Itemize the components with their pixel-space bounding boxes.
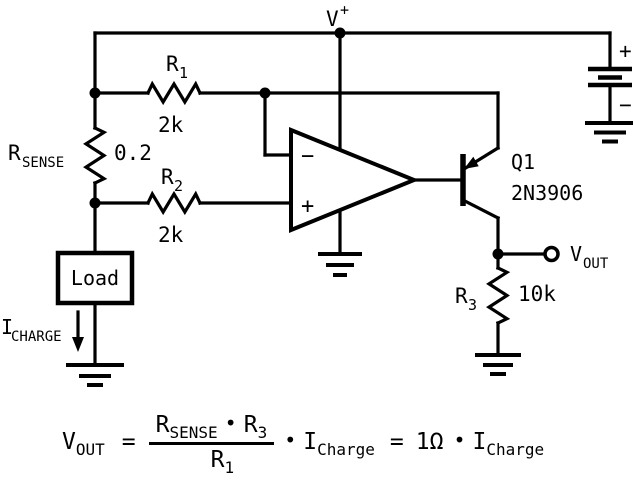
battery-minus-label: − [619, 93, 632, 117]
q1-emitter-arrow [464, 156, 479, 169]
opamp-noninverting-label: + [301, 194, 314, 219]
icharge-annotation: I CHARGE [1, 310, 84, 352]
ground-opamp [318, 252, 362, 277]
battery-plus-label: + [619, 39, 632, 63]
eq-den-main: R [210, 446, 225, 473]
r3-ref-sub: 3 [468, 296, 477, 314]
icharge-label-sub: CHARGE [11, 329, 62, 345]
text-labels: V + R 1 2k R SENSE 0.2 R 2 2k Q1 2N3906 … [8, 1, 609, 314]
eq-vout: VOUT [62, 429, 105, 459]
eq-icharge-1: ICharge [303, 429, 375, 459]
eq-num-r3-main: R [243, 411, 258, 438]
vout-terminal [543, 245, 560, 263]
q1-part: 2N3906 [511, 181, 583, 205]
opamp-triangle [289, 127, 420, 233]
rsense-value: 0.2 [114, 141, 152, 165]
junction-dot [89, 197, 101, 209]
q1-collector [460, 197, 501, 221]
eq-icharge-2-sub: Charge [486, 440, 545, 459]
ground-r3 [475, 353, 521, 376]
battery: + − [588, 39, 632, 117]
eq-vout-main: V [62, 429, 76, 455]
r2-value: 2k [158, 223, 184, 247]
icharge-arrow-head [72, 337, 84, 352]
junctions [89, 27, 560, 263]
r3-ref-main: R [455, 284, 468, 308]
resistors [83, 80, 511, 326]
r2-ref-main: R [161, 165, 174, 189]
q1-ref: Q1 [511, 150, 535, 174]
resistor-r3-zigzag [486, 265, 511, 326]
rsense-ref-main: R [8, 141, 21, 165]
wires [93, 31, 612, 365]
junction-dot [259, 87, 271, 99]
vout-label-sub: OUT [583, 256, 609, 272]
resistor-r1-zigzag [145, 80, 203, 106]
junction-dot [492, 248, 504, 260]
eq-num-r3-sub: 3 [257, 422, 268, 442]
resistor-rsense-zigzag [83, 125, 108, 186]
eq-vout-sub: OUT [75, 440, 105, 459]
eq-coefficient: 1Ω [415, 429, 444, 455]
opamp: − + [289, 127, 420, 233]
vplus-label-sup: + [340, 1, 349, 19]
eq-icharge-2-main: I [472, 429, 487, 455]
eq-mul-2: • [453, 428, 466, 452]
vplus-label-main: V [326, 7, 339, 31]
eq-icharge-2: ICharge [472, 429, 545, 459]
load-block: Load [55, 250, 135, 306]
transistor-q1 [460, 145, 501, 221]
ground-load [66, 363, 124, 387]
icharge-label-main: I [1, 315, 13, 339]
r1-ref-main: R [166, 52, 179, 76]
eq-equals-1: = [121, 429, 136, 455]
ground-battery [585, 121, 633, 144]
eq-equals-2: = [389, 429, 404, 455]
eq-num-rsense-main: R [155, 411, 170, 438]
eq-denominator: R1 [210, 445, 235, 477]
r3-value: 10k [518, 282, 556, 306]
load-label: Load [71, 266, 119, 290]
r2-ref-sub: 2 [174, 177, 183, 195]
eq-mul-1: • [284, 428, 297, 452]
junction-dot [89, 87, 101, 99]
eq-num-dot: • [224, 410, 237, 435]
junction-dot [334, 27, 346, 39]
eq-num-rsense-sub: SENSE [169, 422, 218, 442]
eq-den-sub: 1 [224, 457, 235, 477]
opamp-inverting-label: − [301, 144, 314, 169]
r1-value: 2k [158, 113, 184, 137]
rsense-ref-sub: SENSE [22, 155, 64, 171]
eq-icharge-1-sub: Charge [317, 440, 375, 459]
vout-label-main: V [570, 242, 582, 266]
eq-icharge-1-main: I [303, 429, 318, 455]
r1-ref-sub: 1 [179, 64, 188, 82]
resistor-r2-zigzag [145, 190, 203, 216]
load-box [55, 250, 135, 306]
